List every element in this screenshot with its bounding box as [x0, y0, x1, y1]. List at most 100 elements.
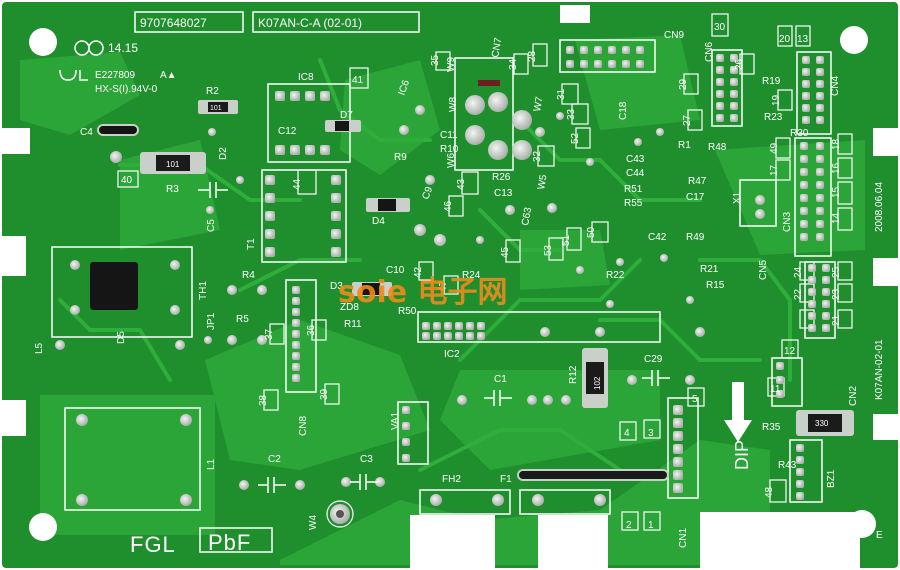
solder-pad	[70, 305, 80, 315]
label-c11: C11	[440, 130, 458, 141]
solder-pad	[608, 46, 616, 54]
pin-number-40: 40	[121, 175, 133, 186]
label-r10: R10	[440, 144, 459, 155]
solder-pad	[170, 260, 180, 270]
solder-pad	[265, 211, 275, 221]
label-w7: W7	[532, 95, 546, 112]
solder-pad	[800, 233, 808, 241]
solder-pad	[476, 236, 484, 244]
solder-pad	[796, 456, 804, 464]
label-r21: R21	[700, 264, 719, 275]
solder-pad	[730, 114, 738, 122]
solder-pad	[292, 330, 300, 338]
solder-pad	[816, 207, 824, 215]
svg-text:101: 101	[210, 105, 222, 112]
pin-number-16: 16	[831, 162, 842, 174]
label-w4: W4	[308, 515, 319, 530]
solder-pad	[586, 158, 594, 166]
pin-number-38: 38	[258, 394, 269, 406]
pin-number-3: 3	[648, 428, 654, 439]
solder-pad	[816, 233, 824, 241]
solder-pad	[802, 80, 810, 88]
svg-text:101: 101	[166, 160, 180, 169]
solder-pad	[776, 376, 784, 384]
solder-pad	[532, 494, 544, 506]
smd-resistor-r35: 330	[796, 410, 854, 436]
label-w9: W9	[446, 57, 457, 72]
label-l1: L1	[206, 458, 217, 470]
solder-pad	[455, 322, 463, 330]
solder-pad	[808, 276, 816, 284]
pin-number-26: 26	[734, 58, 745, 70]
solder-pad	[227, 335, 237, 345]
label-d4: D4	[372, 216, 385, 227]
solder-pad	[636, 46, 644, 54]
c4-slot	[97, 124, 139, 136]
components: 101 101 102 330	[90, 80, 854, 528]
label-cn1: CN1	[678, 528, 689, 548]
solder-pad	[822, 324, 830, 332]
pin-number-50: 50	[586, 226, 597, 238]
solder-pad	[320, 91, 330, 101]
pin-number-2: 2	[626, 520, 632, 531]
label-c43: C43	[626, 154, 645, 165]
solder-pad	[576, 266, 584, 274]
label-r30: R30	[790, 128, 809, 139]
pin-number-46: 46	[443, 200, 454, 212]
solder-pad	[796, 492, 804, 500]
label-d5: D5	[116, 331, 127, 344]
solder-pad	[716, 102, 724, 110]
solder-pad	[816, 168, 824, 176]
solder-pad	[208, 128, 216, 136]
solder-pad	[800, 168, 808, 176]
pin-number-37: 37	[264, 328, 275, 340]
solder-pad	[331, 193, 341, 203]
solder-pad	[444, 332, 452, 340]
solder-pad	[816, 181, 824, 189]
solder-pad	[265, 229, 275, 239]
pin-number-43: 43	[456, 178, 467, 190]
solder-pad	[527, 395, 537, 405]
smd-resistor-r12: 102	[582, 348, 608, 408]
label-d3: D3	[330, 281, 343, 292]
solder-pad	[594, 60, 602, 68]
pin-number-21: 21	[831, 314, 842, 326]
solder-pad	[755, 195, 765, 205]
label-r9: R9	[394, 152, 407, 163]
solder-pad	[566, 60, 574, 68]
solder-pad	[433, 332, 441, 340]
solder-pad	[822, 264, 830, 272]
label-c13: C13	[494, 188, 513, 199]
pin-number-28: 28	[527, 50, 538, 62]
pin-number-19: 19	[771, 94, 782, 106]
smd-resistor-r3: 101	[140, 152, 206, 174]
pin-number-31: 31	[556, 88, 567, 100]
label-r49: R49	[686, 232, 705, 243]
label-cn8: CN8	[298, 416, 309, 436]
solder-pad	[802, 56, 810, 64]
label-c10: C10	[386, 265, 405, 276]
svg-text:330: 330	[815, 419, 829, 428]
solder-pad	[375, 477, 385, 487]
pin-number-11: 11	[770, 384, 781, 395]
solder-pad	[561, 395, 571, 405]
solder-pad	[685, 375, 695, 385]
pin-number-41: 41	[352, 75, 364, 86]
solder-pad	[730, 54, 738, 62]
label-r47: R47	[688, 176, 707, 187]
solder-pad	[466, 332, 474, 340]
solder-pad	[800, 155, 808, 163]
solder-pad	[716, 90, 724, 98]
label-bz1: BZ1	[826, 469, 837, 488]
capacitor-symbols	[198, 182, 670, 493]
solder-pad	[275, 145, 285, 155]
solder-pad	[673, 444, 683, 454]
pin-number-27: 27	[682, 114, 693, 126]
solder-pad	[622, 60, 630, 68]
solder-pad	[627, 375, 637, 385]
pin-number-18: 18	[831, 138, 842, 150]
label-fh2: FH2	[442, 474, 461, 485]
solder-pad	[341, 477, 351, 487]
solder-pad	[292, 374, 300, 382]
solder-pad	[776, 362, 784, 370]
